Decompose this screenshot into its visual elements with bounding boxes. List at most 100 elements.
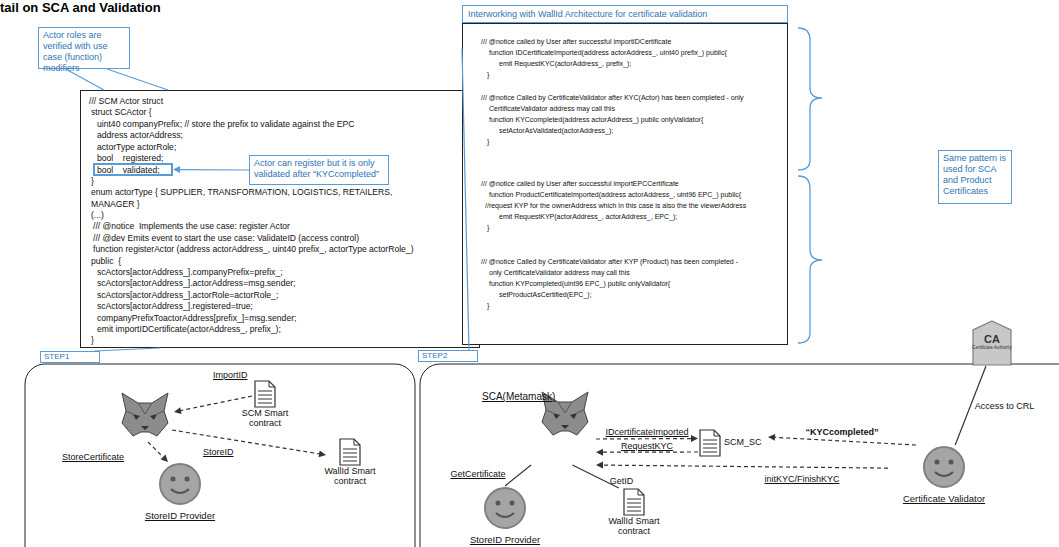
eye (496, 501, 501, 506)
doc-outline (340, 439, 360, 465)
arrow-head (768, 434, 775, 441)
code-panel: /// SCM Actor structstruct SCActor {uint… (80, 90, 480, 348)
doc-line (703, 443, 717, 444)
doc-line (703, 439, 717, 440)
message-arrow (176, 396, 252, 412)
code-line: /// SCM Actor struct (89, 96, 163, 106)
connector (596, 438, 693, 440)
wallet-label: SCA(Metamask) (482, 391, 555, 402)
code-line: setProductAsCertified(EPC_); (499, 290, 592, 300)
actor-label: Certificate Validator (888, 493, 1000, 504)
code-line: function KYCcompleted(address actorAddre… (489, 115, 703, 125)
panel-header: Interworking with WallId Architecture fo… (462, 5, 788, 23)
actor-label: StoreID Provider (125, 510, 235, 521)
contract-label: SCM Smart contract (228, 408, 302, 428)
contract-label: WallId Smart contract (312, 466, 388, 486)
arrow-head (174, 407, 182, 414)
edge-label: Access to CRL (975, 401, 1035, 411)
message-label: StoreID (203, 447, 234, 457)
smart-contract-icon: SCM_SC (698, 428, 768, 458)
code-line: only CertificateValidator address may ca… (489, 268, 630, 278)
face (924, 447, 964, 487)
message-arrow (172, 430, 322, 454)
doc-fold (638, 489, 644, 495)
code-line: } (91, 335, 94, 345)
code-line: } (487, 301, 489, 311)
callout-text: Interworking with WallId Architecture fo… (468, 9, 782, 19)
code-line: address actorAddress; (97, 130, 183, 140)
code-panel: /// @notice called by User after success… (462, 23, 788, 345)
code-line: uint40 companyPrefix; // store the prefi… (97, 119, 354, 129)
connector (601, 451, 698, 452)
step-panel (420, 364, 1059, 547)
code-line: scActors[actorAddress_].companyPrefix=pr… (97, 267, 283, 277)
code-line: /// @notice called by User after success… (481, 37, 671, 47)
wallet-icon: SCA(Metamask) (478, 385, 596, 465)
callout-note: Same pattern is used for SCA and Product… (938, 150, 1012, 204)
doc-line (258, 394, 272, 395)
document-icon (622, 488, 646, 516)
code-line: } (487, 223, 489, 233)
code-line: /// @notice Implements the use case: reg… (93, 221, 290, 231)
authority-icon: CACertificate Authority (972, 320, 1012, 366)
person-icon (922, 445, 966, 489)
code-line: } (487, 70, 489, 80)
code-line: function registerActor (address actorAdd… (93, 244, 414, 254)
smart-contract-icon: WallId Smart contract (312, 438, 388, 494)
smart-contract-icon: SCM Smart contract (228, 380, 302, 436)
connector (94, 348, 160, 351)
code-line: } (487, 137, 489, 147)
fox-eye (133, 414, 140, 420)
document-icon (253, 380, 277, 408)
edge-label: GetCertificate (451, 469, 506, 479)
authority-label: Certificate Authority (972, 345, 1012, 350)
fox-facet (126, 403, 164, 414)
callout-note: Actor can register but it is only valida… (249, 155, 389, 185)
eye (185, 477, 190, 482)
code-line: /// @dev Emits event to start the use ca… (93, 233, 359, 243)
actor-icon: Certificate Validator (888, 445, 1000, 511)
arrow-head (691, 435, 698, 442)
doc-line (343, 448, 357, 449)
doc-outline (255, 381, 275, 407)
code-line: /// @notice Called by CertificateValidat… (481, 257, 738, 267)
fox-eye (553, 413, 560, 419)
highlight-box: bool validated; (93, 163, 173, 176)
code-line: actorType actorRole; (97, 142, 176, 152)
message-label: ImportID (213, 370, 248, 380)
edge-label: initKYC/FinishKYC (764, 474, 839, 484)
code-line: //request KYP for the ownerAddress which… (485, 201, 746, 211)
code-line: public { (91, 256, 121, 266)
eye (171, 477, 176, 482)
step-tag: STEP2 (418, 350, 478, 362)
arrow-head (161, 455, 168, 462)
code-line: function ProductCertificateImported(addr… (489, 190, 741, 200)
callout-text: Actor can register but it is only valida… (254, 158, 384, 180)
callout-note: Actor roles are verified with use case (… (38, 27, 130, 69)
code-line: scActors[actorAddress_].registered=true; (97, 301, 253, 311)
wallet-icon (122, 393, 168, 436)
connector (773, 437, 916, 445)
contract-label: SCM_SC (724, 437, 762, 447)
connector (505, 465, 531, 486)
doc-outline (700, 430, 720, 456)
smart-contract-icon: WallId Smart contract (596, 488, 672, 544)
code-line: MANAGER } (91, 199, 140, 209)
arrow-head (596, 462, 603, 469)
authority-outline (973, 321, 1011, 365)
code-line: function IDCertificateImported(address a… (489, 48, 727, 58)
arrow-head (319, 450, 327, 457)
document-icon (338, 438, 362, 466)
code-line: companyPrefixToactorAddress[prefix_]=msg… (97, 313, 296, 323)
message-label: StoreCertificate (62, 452, 124, 462)
document-icon (698, 429, 722, 457)
doc-outline (624, 489, 644, 515)
fox-head (122, 393, 168, 436)
smile (935, 472, 953, 476)
fox-facet (546, 402, 584, 413)
face (485, 488, 525, 528)
code-line: (...) (91, 210, 104, 220)
person-icon (158, 462, 202, 506)
code-line: emit importIDCertificate(actorAddress_, … (97, 324, 281, 334)
